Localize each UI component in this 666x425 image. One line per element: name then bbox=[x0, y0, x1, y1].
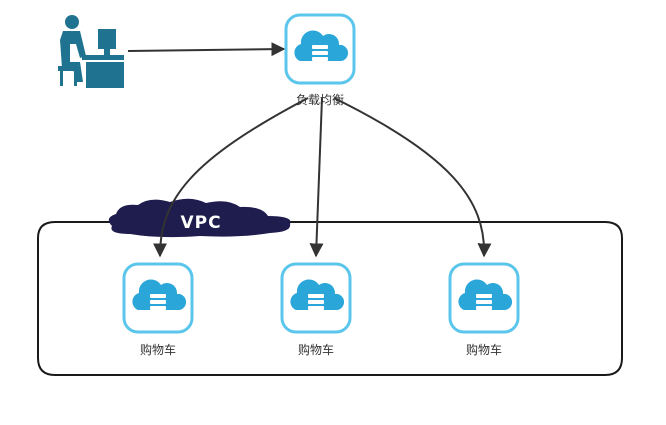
server-label: 购物车 bbox=[466, 342, 502, 357]
server-label: 购物车 bbox=[140, 342, 176, 357]
server-node-1[interactable]: 购物车 bbox=[122, 262, 194, 357]
cloud-badge-icon bbox=[108, 198, 291, 238]
user-at-computer-icon bbox=[58, 15, 124, 88]
cloud-server-icon bbox=[122, 262, 194, 334]
cloud-server-icon bbox=[280, 262, 352, 334]
vpc-label: VPC bbox=[180, 213, 221, 233]
vpc-badge: VPC bbox=[108, 198, 291, 238]
edges bbox=[127, 42, 492, 258]
edge-load-balancer-to-server-1 bbox=[153, 97, 309, 258]
server-node-3[interactable]: 购物车 bbox=[448, 262, 520, 357]
load-balancer-node[interactable]: 负载均衡 bbox=[284, 13, 356, 107]
cloud-server-icon bbox=[284, 13, 356, 85]
server-label: 购物车 bbox=[298, 342, 334, 357]
user-node bbox=[58, 15, 124, 88]
vpc-container bbox=[37, 221, 623, 376]
load-balancer-label: 负载均衡 bbox=[296, 93, 344, 107]
edge-load-balancer-to-server-2 bbox=[309, 97, 324, 258]
edge-user-to-load-balancer bbox=[127, 42, 286, 57]
cloud-server-icon bbox=[448, 262, 520, 334]
edge-load-balancer-to-server-3 bbox=[333, 97, 492, 258]
server-node-2[interactable]: 购物车 bbox=[280, 262, 352, 357]
